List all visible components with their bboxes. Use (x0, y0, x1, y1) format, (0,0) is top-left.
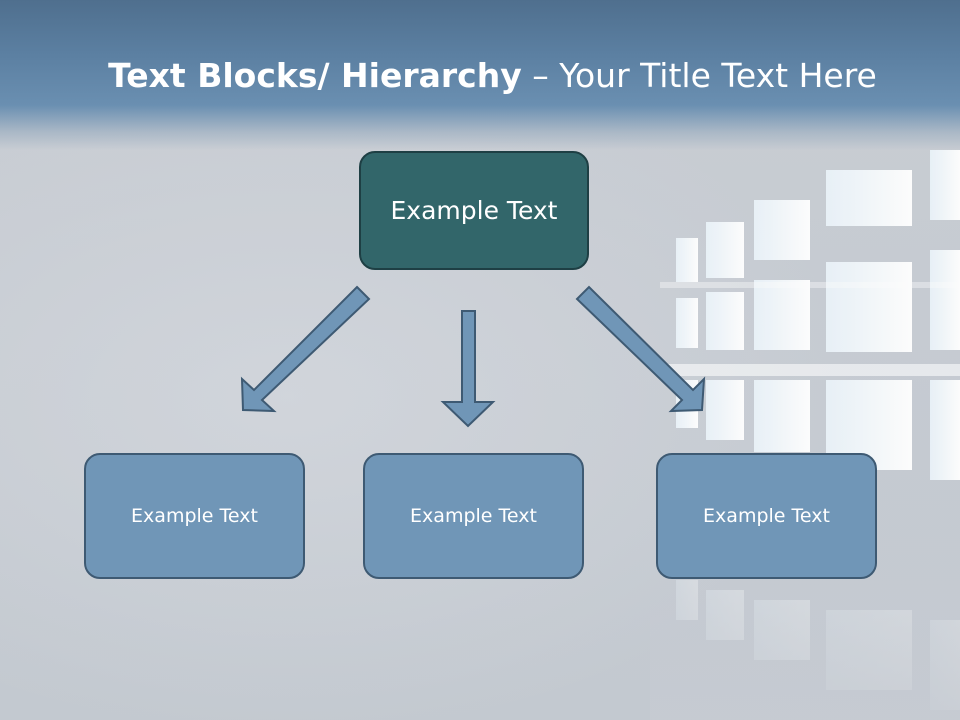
child-text-block-label: Example Text (410, 505, 537, 527)
child-text-block-label: Example Text (703, 505, 830, 527)
title-bold-part: Text Blocks/ Hierarchy (108, 56, 522, 95)
arrow-to-left-box (240, 285, 371, 413)
child-text-block-middle: Example Text (363, 453, 584, 579)
top-text-block-label: Example Text (390, 196, 558, 225)
arrow-to-middle-box (440, 310, 496, 428)
title-bar (0, 0, 960, 150)
title-regular-part: – Your Title Text Here (521, 56, 877, 95)
slide-title: Text Blocks/ Hierarchy – Your Title Text… (0, 54, 960, 98)
child-text-block-right: Example Text (656, 453, 877, 579)
child-text-block-label: Example Text (131, 505, 258, 527)
top-text-block: Example Text (359, 151, 589, 270)
child-text-block-left: Example Text (84, 453, 305, 579)
arrow-to-right-box (575, 285, 706, 413)
